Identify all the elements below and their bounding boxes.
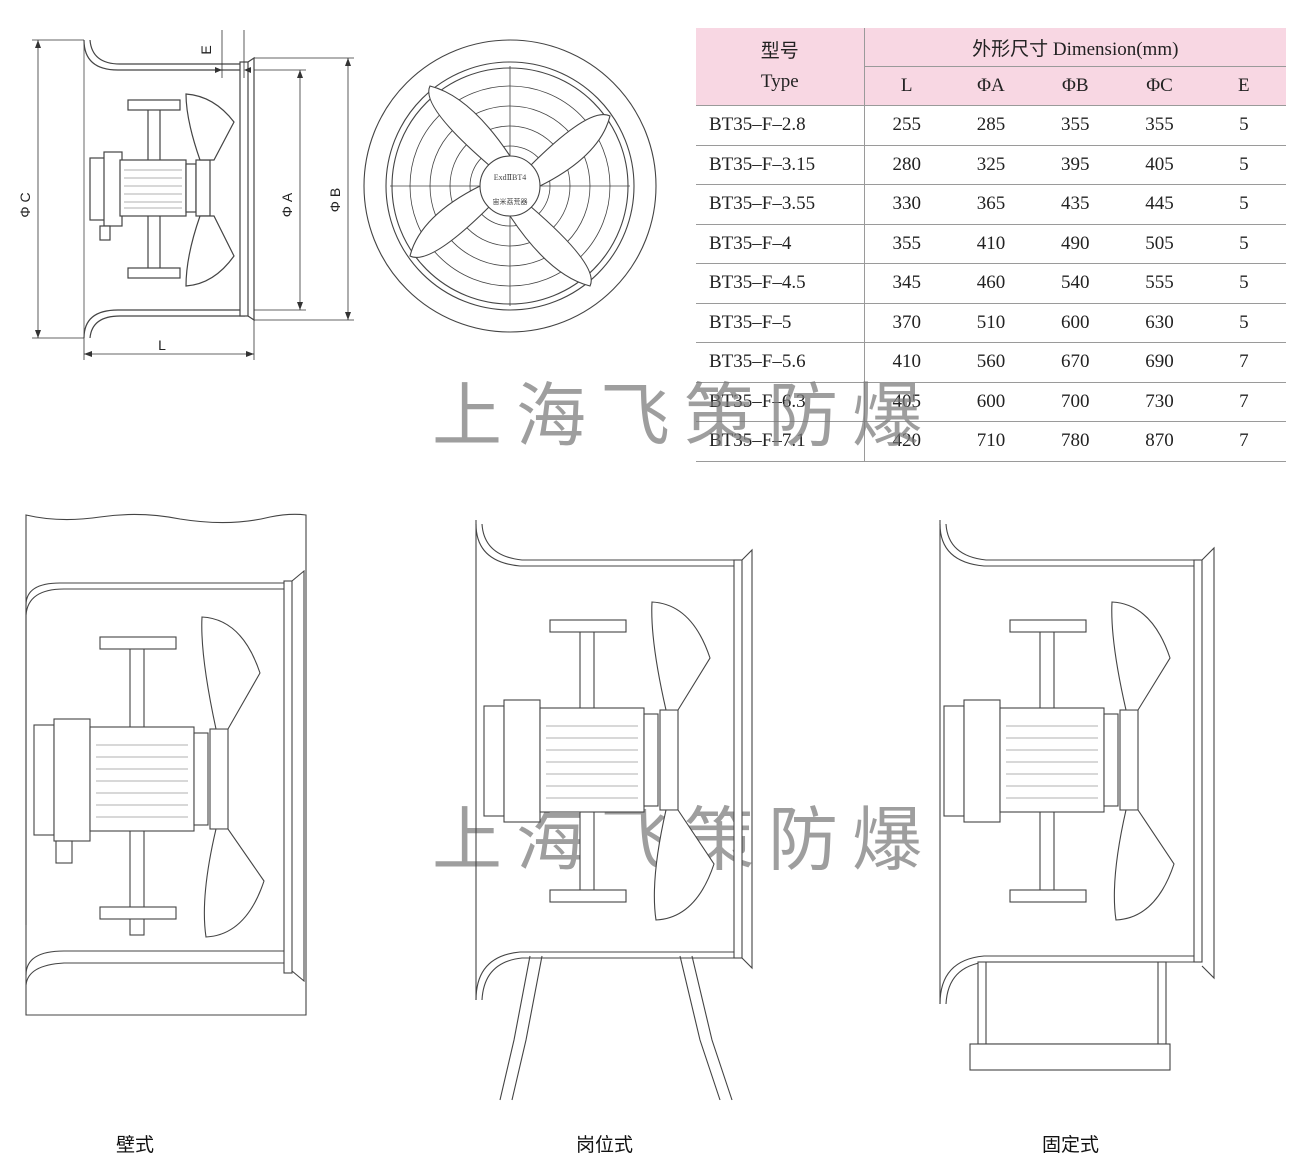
model-cell: BT35–F–4 (696, 224, 865, 264)
value-cell: 870 (1117, 421, 1202, 462)
value-cell: 5 (1201, 145, 1286, 185)
value-cell: 355 (864, 224, 949, 264)
value-cell: 345 (864, 263, 949, 304)
value-cell: 540 (1033, 263, 1118, 304)
dimension-header: 外形尺寸 Dimension(mm) (864, 28, 1286, 67)
value-cell: 355 (1117, 105, 1202, 146)
motor-marking-line1: ExdⅡBT4 (494, 173, 527, 182)
model-cell: BT35–F–3.55 (696, 184, 865, 225)
dim-label-phi-a: Φ A (279, 192, 295, 217)
motor-marking-line2: 宙米荔荒器 (493, 197, 528, 206)
value-cell: 505 (1117, 224, 1202, 264)
value-cell: 460 (948, 263, 1034, 304)
dim-label-phi-b: Φ B (327, 188, 343, 212)
value-cell: 7 (1201, 342, 1286, 383)
value-cell: 395 (1033, 145, 1118, 185)
watermark-top: 上海飞策防爆 (432, 375, 936, 457)
value-cell: 600 (948, 382, 1034, 422)
value-cell: 555 (1117, 263, 1202, 304)
dim-label-e: E (198, 45, 214, 54)
value-cell: 285 (948, 105, 1034, 146)
value-cell: 365 (948, 184, 1034, 225)
value-cell: 330 (864, 184, 949, 225)
value-cell: 5 (1201, 303, 1286, 343)
post-mount-drawing (475, 520, 753, 1101)
value-cell: 445 (1117, 184, 1202, 225)
column-header: ΦB (1033, 66, 1118, 106)
value-cell: 5 (1201, 105, 1286, 146)
value-cell: 405 (1117, 145, 1202, 185)
value-cell: 560 (948, 342, 1034, 383)
caption-fixed: 固定式 (1042, 1134, 1100, 1156)
value-cell: 280 (864, 145, 949, 185)
value-cell: 710 (948, 421, 1034, 462)
model-cell: BT35–F–4.5 (696, 263, 865, 304)
value-cell: 630 (1117, 303, 1202, 343)
value-cell: 370 (864, 303, 949, 343)
caption-wall: 壁式 (116, 1134, 155, 1156)
value-cell: 490 (1033, 224, 1118, 264)
fixed-mount-drawing (939, 520, 1215, 1071)
value-cell: 5 (1201, 184, 1286, 225)
type-header-en: Type (760, 70, 799, 92)
dim-label-l: L (158, 337, 166, 353)
value-cell: 510 (948, 303, 1034, 343)
dim-label-phi-c: Φ C (17, 192, 33, 217)
model-cell: BT35–F–7.1 (696, 421, 865, 462)
value-cell: 670 (1033, 342, 1118, 383)
value-cell: 325 (948, 145, 1034, 185)
value-cell: 7 (1201, 382, 1286, 422)
wall-mount-drawing (25, 513, 307, 1016)
column-header: ΦA (948, 66, 1034, 106)
value-cell: 420 (864, 421, 949, 462)
side-view-drawing: E Φ C Φ A Φ B L (17, 30, 354, 360)
type-header-cn: 型号 (760, 40, 799, 62)
value-cell: 7 (1201, 421, 1286, 462)
value-cell: 690 (1117, 342, 1202, 383)
model-cell: BT35–F–6.3 (696, 382, 865, 422)
value-cell: 700 (1033, 382, 1118, 422)
value-cell: 780 (1033, 421, 1118, 462)
caption-post: 岗位式 (576, 1134, 634, 1156)
value-cell: 410 (864, 342, 949, 383)
value-cell: 730 (1117, 382, 1202, 422)
value-cell: 410 (948, 224, 1034, 264)
front-view-drawing: ExdⅡBT4 宙米荔荒器 (363, 39, 657, 333)
value-cell: 405 (864, 382, 949, 422)
type-header: 型号 Type (696, 28, 865, 106)
model-cell: BT35–F–2.8 (696, 105, 865, 146)
value-cell: 435 (1033, 184, 1118, 225)
value-cell: 5 (1201, 224, 1286, 264)
value-cell: 355 (1033, 105, 1118, 146)
column-header: L (864, 66, 949, 106)
model-cell: BT35–F–5 (696, 303, 865, 343)
model-cell: BT35–F–5.6 (696, 342, 865, 383)
column-header: E (1201, 66, 1286, 106)
column-header: ΦC (1117, 66, 1202, 106)
model-cell: BT35–F–3.15 (696, 145, 865, 185)
value-cell: 600 (1033, 303, 1118, 343)
value-cell: 255 (864, 105, 949, 146)
value-cell: 5 (1201, 263, 1286, 304)
